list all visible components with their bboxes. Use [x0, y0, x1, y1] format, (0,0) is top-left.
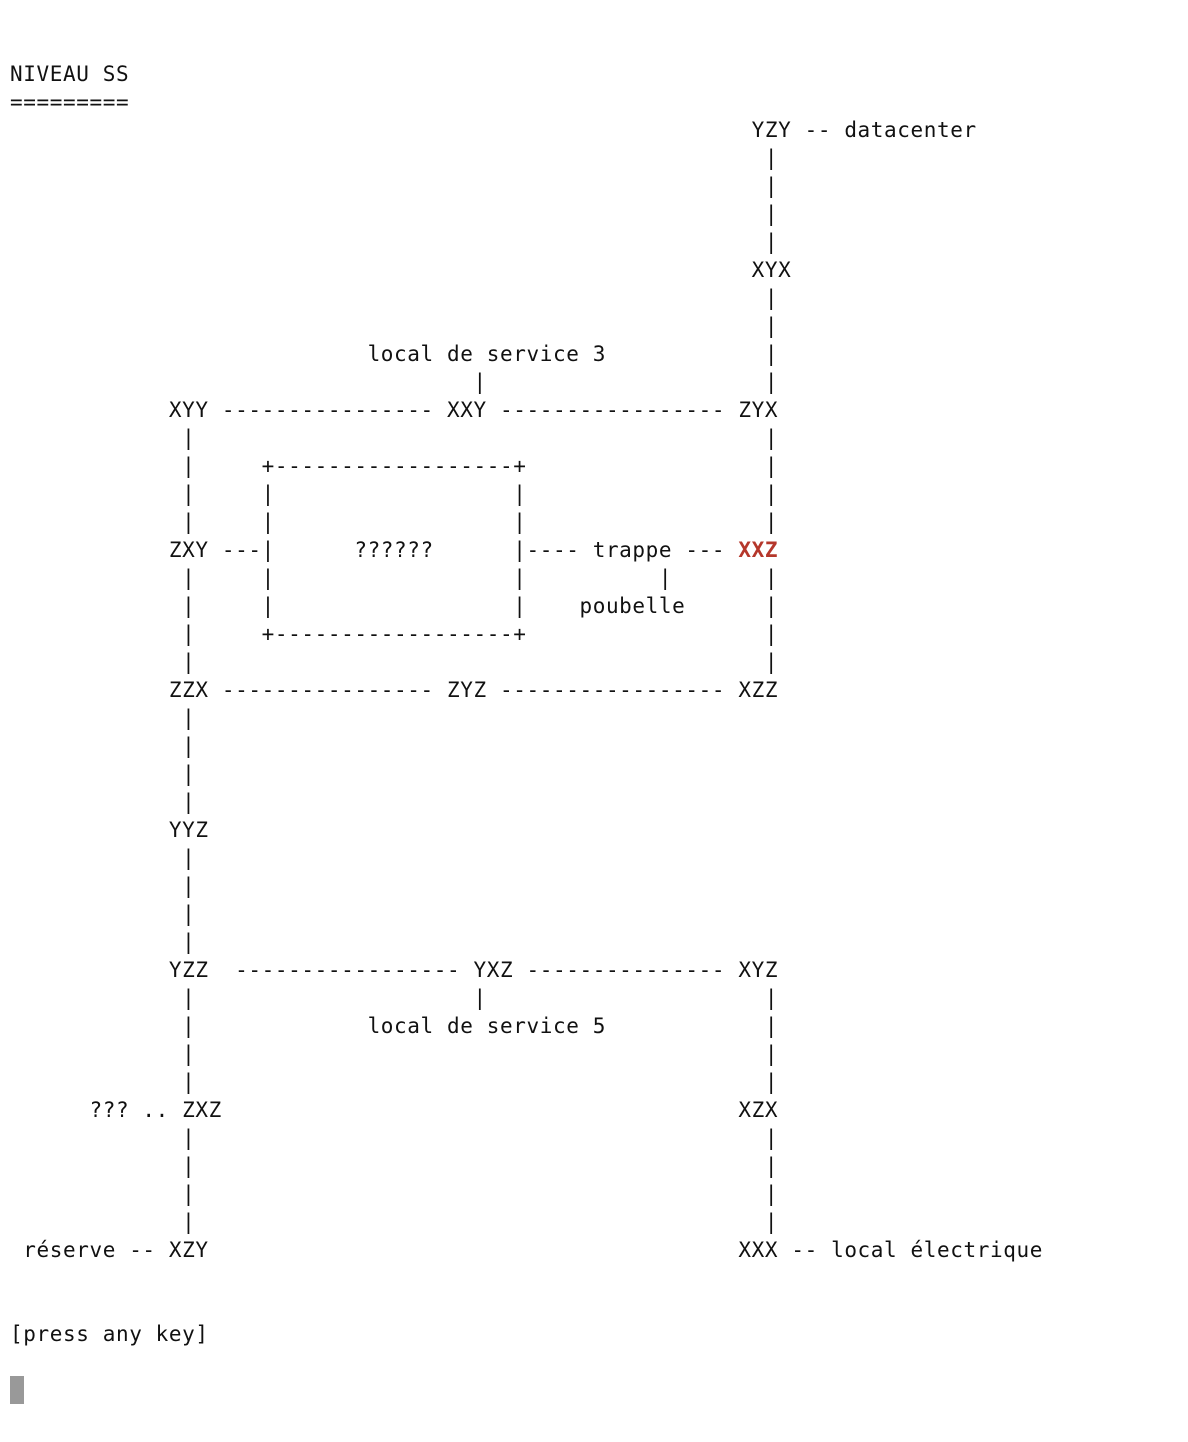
map-line: | | | | | [10, 566, 779, 590]
map-line: | [10, 734, 196, 758]
ascii-map: YZY -- datacenter | | | [10, 116, 1180, 1264]
current-location-node: XXZ [738, 538, 779, 562]
map-line: | [10, 902, 196, 926]
map-title-underline: ========= [10, 90, 130, 114]
blank-line [10, 1292, 1180, 1320]
map-line: | [10, 146, 779, 170]
map-line: local de service 3 | [10, 342, 779, 366]
map-line: | | [10, 1182, 779, 1206]
map-line: | [10, 930, 196, 954]
map-line: XYY ---------------- XXY ---------------… [10, 398, 779, 422]
map-line: | | [10, 1210, 779, 1234]
text-cursor [10, 1376, 24, 1404]
map-line: | [10, 174, 779, 198]
press-any-key-prompt[interactable]: [press any key] [10, 1322, 209, 1346]
map-line: | | | | [10, 482, 779, 506]
map-line: | | [10, 426, 779, 450]
map-line: YZZ ----------------- YXZ --------------… [10, 958, 779, 982]
map-title: NIVEAU SS [10, 62, 130, 86]
map-line: ZZX ---------------- ZYZ ---------------… [10, 678, 779, 702]
map-line: | [10, 314, 779, 338]
map-line: | +------------------+ | [10, 622, 779, 646]
map-line: | | [10, 1042, 779, 1066]
map-line: | [10, 706, 196, 730]
map-line: | [10, 286, 779, 310]
map-line: | | [10, 1154, 779, 1178]
map-line: | | [10, 1126, 779, 1150]
map-line: ZXY ---| ?????? |---- trappe --- XXZ [10, 538, 779, 562]
map-line: | [10, 202, 779, 226]
map-line: | [10, 762, 196, 786]
map-line: | | [10, 1070, 779, 1094]
map-line: réserve -- XZY XXX -- local électrique [10, 1238, 1043, 1262]
map-line: | [10, 846, 196, 870]
map-line: | | [10, 370, 779, 394]
map-line: YZY -- datacenter [10, 118, 977, 142]
map-line: | | [10, 650, 779, 674]
map-line: | [10, 230, 779, 254]
map-line: | | | poubelle | [10, 594, 779, 618]
map-line: | +------------------+ | [10, 454, 779, 478]
terminal-output: NIVEAU SS ========= YZY -- datacenter | [10, 60, 1180, 1348]
map-line: | | | [10, 986, 779, 1010]
map-line: XYX [10, 258, 792, 282]
blank-line [10, 1264, 1180, 1292]
map-line: YYZ [10, 818, 209, 842]
map-line: ??? .. ZXZ XZX [10, 1098, 779, 1122]
map-line: | | | | [10, 510, 779, 534]
map-line: | [10, 790, 196, 814]
map-line: | [10, 874, 196, 898]
map-line: | local de service 5 | [10, 1014, 779, 1038]
